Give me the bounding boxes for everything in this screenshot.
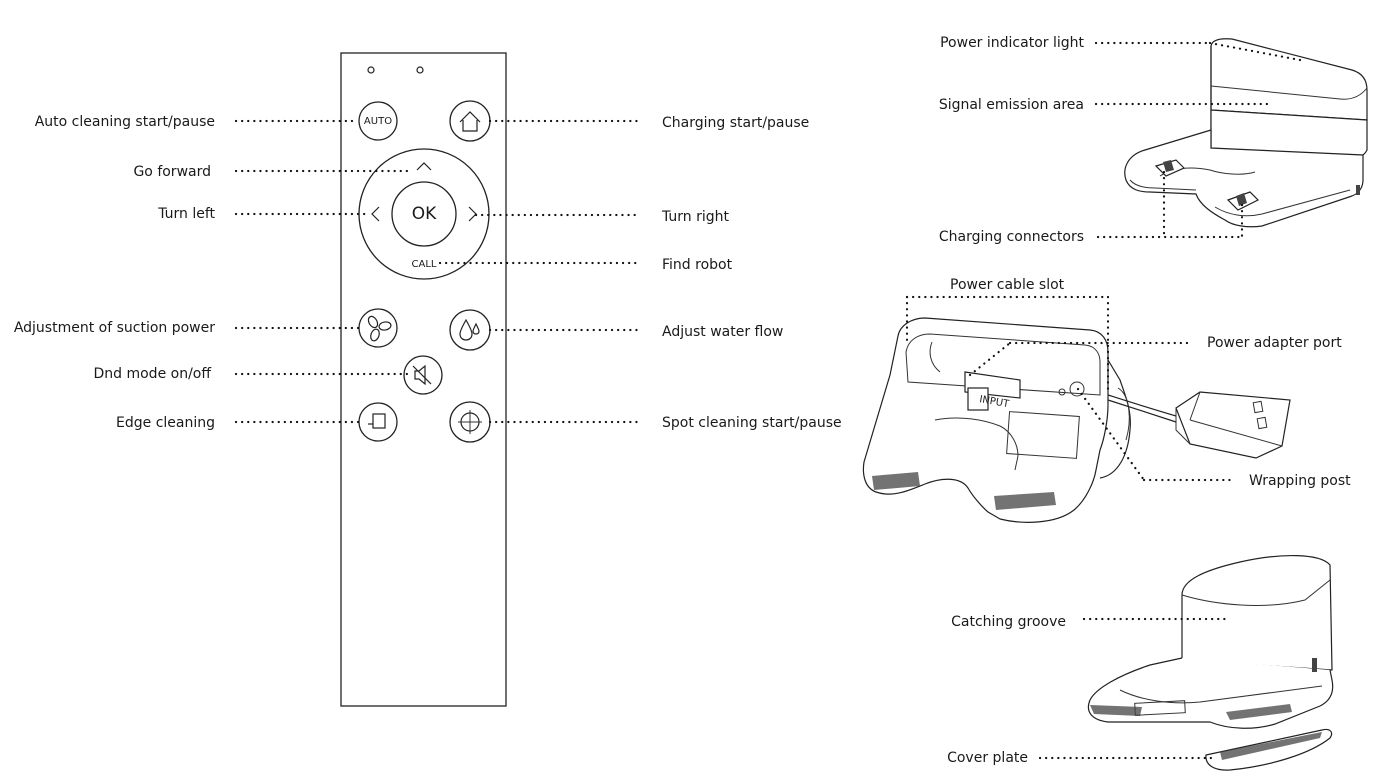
- remote-led-right: [416, 66, 424, 74]
- left-arrow-icon: [371, 206, 380, 222]
- water-button: [449, 309, 491, 351]
- dock-exploded-leaders: [1038, 617, 1230, 760]
- dock-underside: [862, 317, 1291, 523]
- label-find-robot: Find robot: [662, 257, 733, 273]
- label-auto-cleaning: Auto cleaning start/pause: [34, 114, 215, 130]
- dock-exploded: [1087, 555, 1334, 771]
- ok-button-text: OK: [411, 204, 437, 224]
- label-power-adapter-port: Power adapter port: [1207, 335, 1342, 351]
- label-turn-left: Turn left: [158, 206, 215, 222]
- input-port-text: INPUT: [978, 394, 1010, 410]
- auto-button: [358, 101, 398, 141]
- label-charging: Charging start/pause: [662, 115, 810, 131]
- label-turn-right: Turn right: [662, 209, 730, 225]
- label-spot-cleaning: Spot cleaning start/pause: [662, 415, 842, 431]
- label-signal-area: Signal emission area: [938, 97, 1084, 113]
- label-edge-cleaning: Edge cleaning: [116, 415, 215, 431]
- remote-control: [340, 52, 507, 707]
- power-adapter: [1175, 391, 1291, 459]
- label-power-indicator: Power indicator light: [940, 35, 1084, 51]
- call-button-text: CALL: [411, 259, 437, 270]
- label-suction-power: Adjustment of suction power: [13, 320, 215, 336]
- label-cover-plate: Cover plate: [947, 750, 1028, 766]
- ok-button: [391, 181, 457, 247]
- edge-icon: [372, 413, 386, 429]
- up-arrow-icon: [416, 162, 432, 171]
- water-drop-icon: [459, 318, 473, 341]
- fan-icon: [367, 315, 392, 342]
- dnd-button: [403, 355, 443, 395]
- dock-underside-leaders: [905, 295, 1236, 482]
- label-power-cable-slot: Power cable slot: [950, 277, 1065, 293]
- remote-leaders: [234, 119, 640, 424]
- home-icon: [459, 111, 481, 132]
- suction-button: [358, 308, 398, 348]
- home-button: [449, 100, 491, 142]
- dock-top: [1124, 38, 1368, 228]
- label-go-forward: Go forward: [133, 164, 211, 180]
- label-charging-connectors: Charging connectors: [938, 229, 1084, 245]
- mute-icon: [414, 364, 426, 386]
- auto-button-text: AUTO: [363, 116, 393, 127]
- label-water-flow: Adjust water flow: [662, 324, 784, 340]
- dock-top-leaders: [1094, 41, 1302, 239]
- edge-button: [358, 402, 398, 442]
- label-catching-groove: Catching groove: [951, 614, 1066, 630]
- label-dnd-mode: Dnd mode on/off: [93, 366, 211, 382]
- remote-led-left: [367, 66, 375, 74]
- label-wrapping-post: Wrapping post: [1249, 473, 1351, 489]
